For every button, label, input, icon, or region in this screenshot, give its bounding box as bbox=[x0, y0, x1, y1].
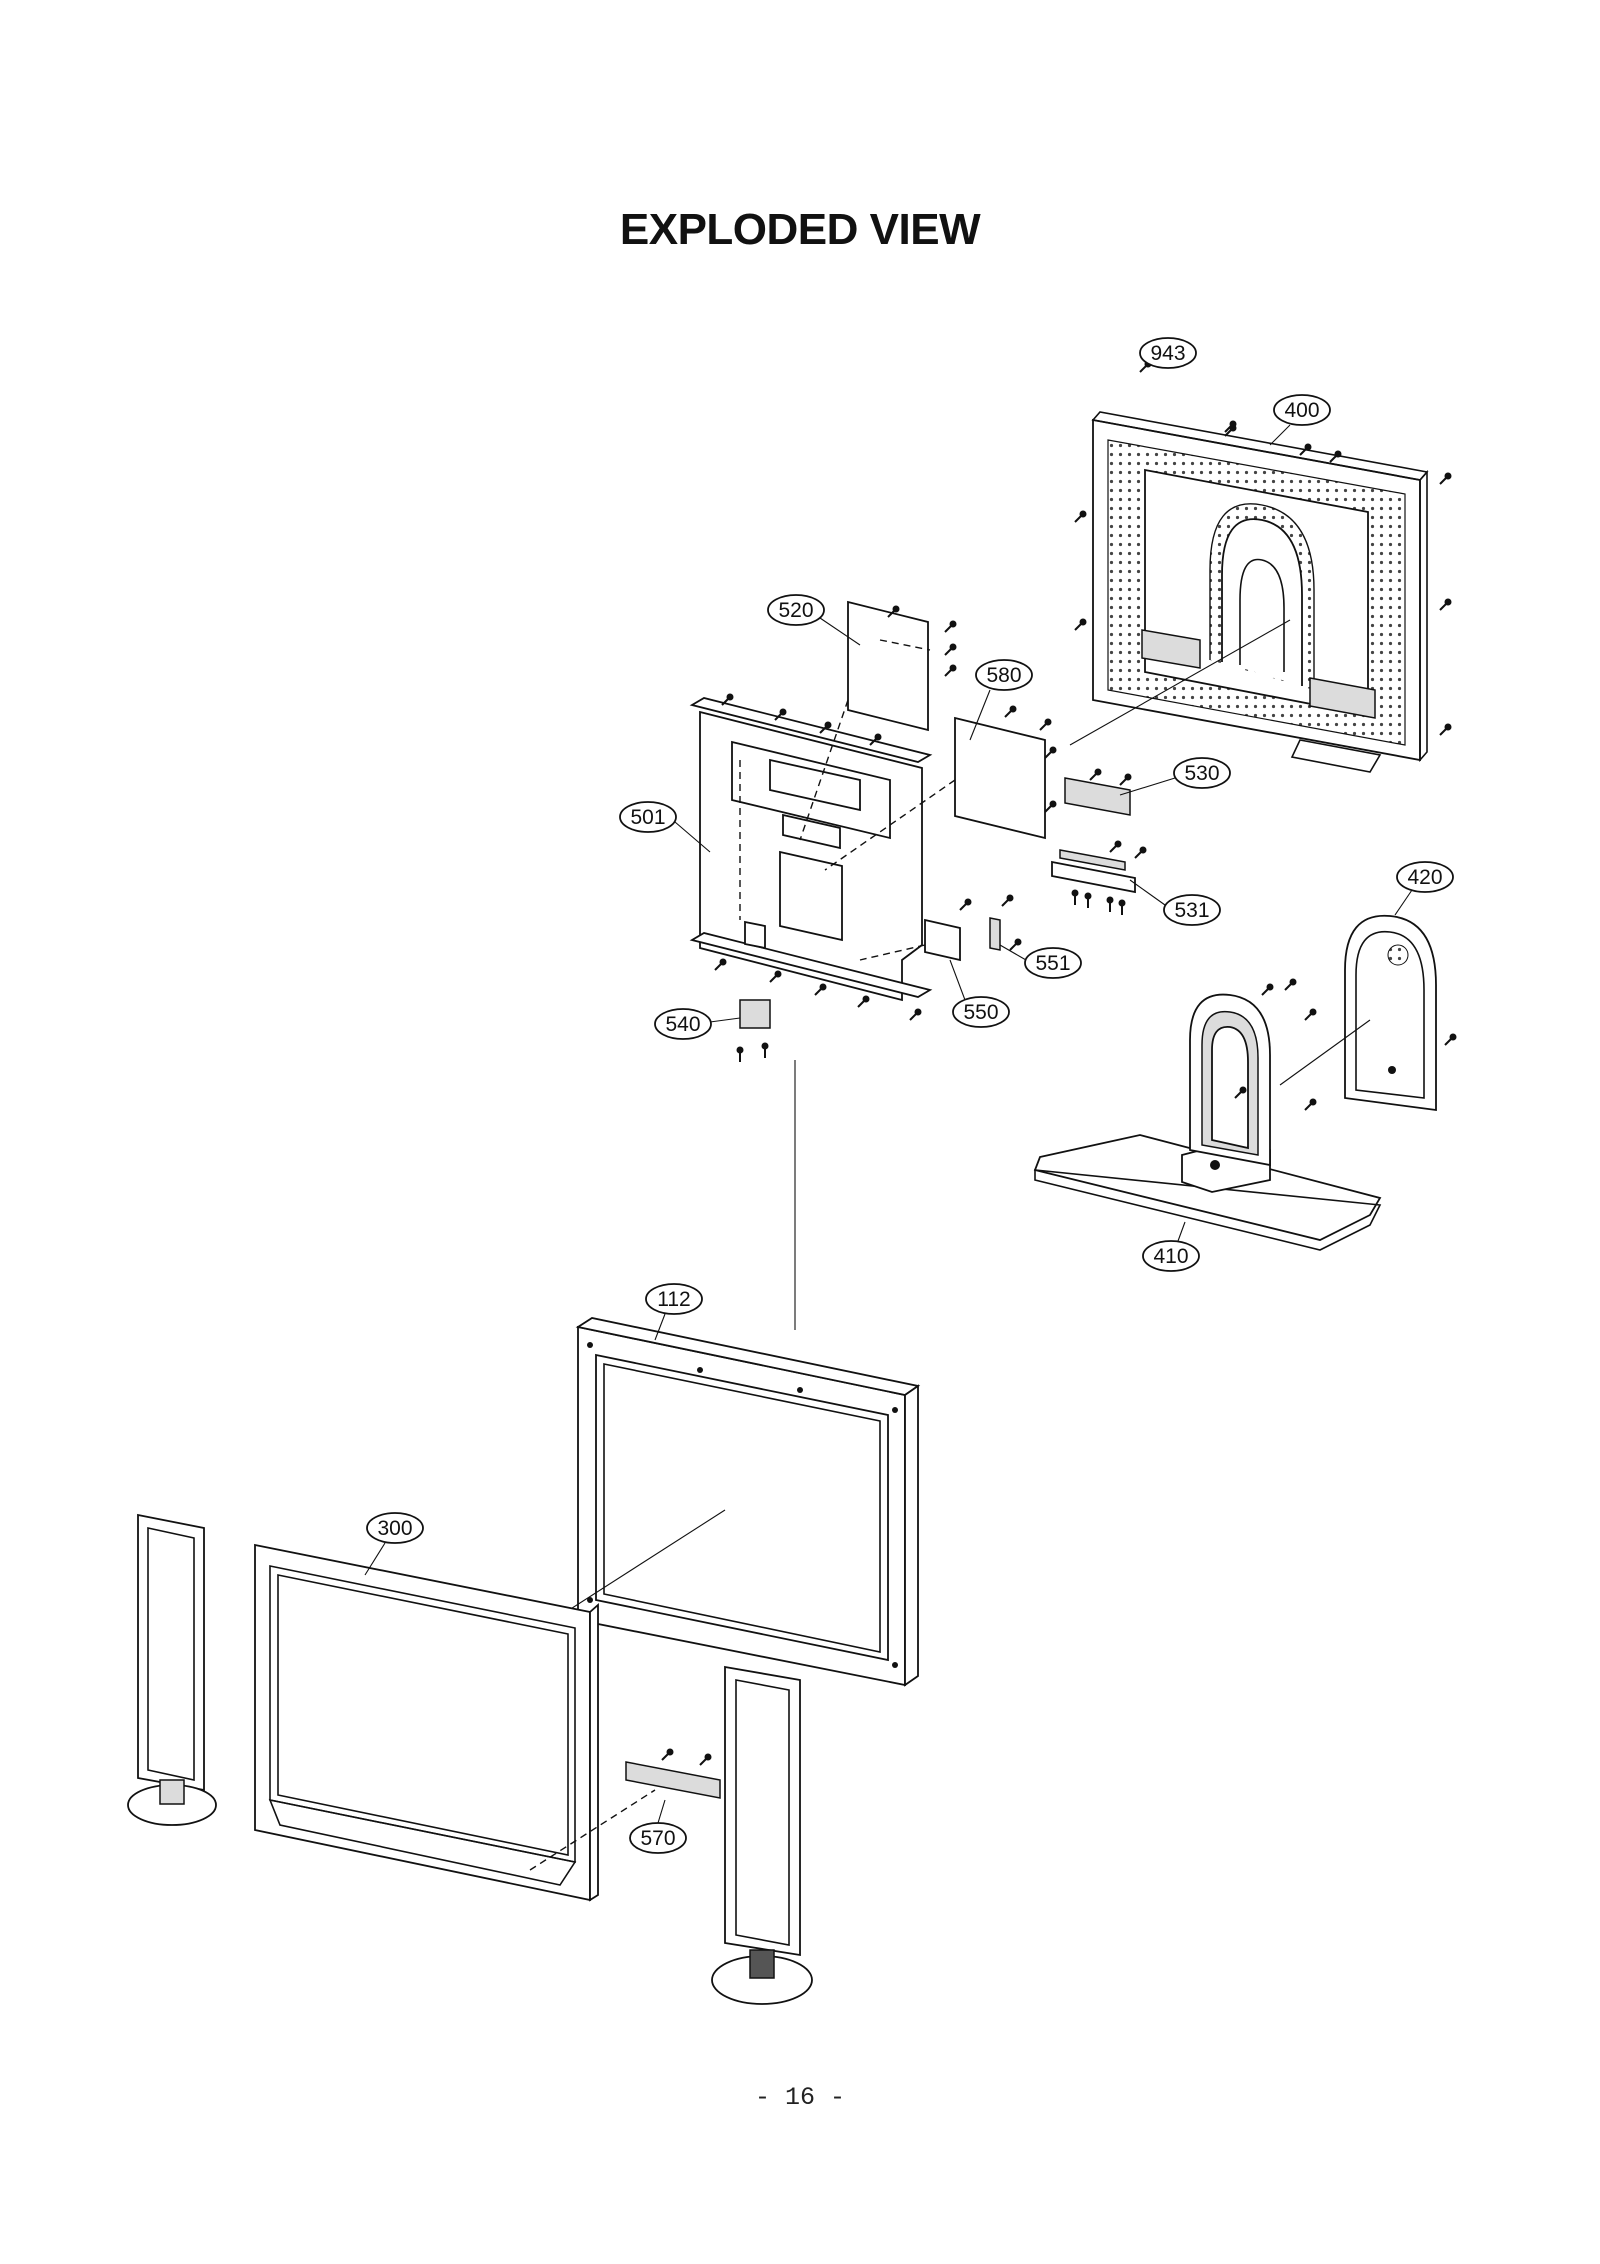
svg-text:540: 540 bbox=[665, 1013, 700, 1036]
svg-text:551: 551 bbox=[1035, 952, 1070, 975]
board-530-part bbox=[1064, 619, 1291, 816]
svg-text:520: 520 bbox=[778, 599, 813, 622]
part-540 bbox=[735, 999, 796, 1330]
callout-580: 580 bbox=[969, 659, 1033, 741]
bracket-550-part bbox=[859, 893, 1023, 962]
speaker-right-part bbox=[711, 1665, 813, 2005]
stand-cover-part bbox=[1279, 914, 1458, 1112]
page-number: - 16 - bbox=[754, 2083, 845, 2112]
inner-frame-part bbox=[409, 1317, 921, 1713]
svg-text:943: 943 bbox=[1150, 342, 1185, 365]
svg-text:570: 570 bbox=[640, 1827, 675, 1850]
stand-neck-part bbox=[1189, 977, 1318, 1167]
control-board-part bbox=[625, 1747, 721, 1799]
callout-112: 112 bbox=[645, 1283, 703, 1341]
svg-text:410: 410 bbox=[1153, 1245, 1188, 1268]
front-cabinet-part bbox=[254, 1543, 656, 1902]
svg-text:300: 300 bbox=[377, 1517, 412, 1540]
svg-text:400: 400 bbox=[1284, 399, 1319, 422]
callout-300: 300 bbox=[364, 1512, 424, 1576]
callout-531: 531 bbox=[1129, 879, 1221, 926]
svg-text:501: 501 bbox=[630, 806, 665, 829]
callout-410: 410 bbox=[1142, 1221, 1200, 1272]
callout-501: 501 bbox=[619, 801, 711, 853]
callout-530: 530 bbox=[1119, 757, 1231, 796]
callout-550: 550 bbox=[949, 959, 1010, 1028]
bracket-531-part bbox=[1051, 839, 1148, 916]
callout-943: 943 bbox=[1139, 337, 1197, 369]
callout-420: 420 bbox=[1394, 861, 1454, 916]
svg-text:580: 580 bbox=[986, 664, 1021, 687]
svg-text:531: 531 bbox=[1174, 899, 1209, 922]
svg-text:420: 420 bbox=[1407, 866, 1442, 889]
board-520-part bbox=[799, 600, 958, 841]
board-580-part bbox=[824, 704, 1058, 871]
back-cover-part bbox=[1091, 411, 1429, 773]
callout-570: 570 bbox=[629, 1799, 687, 1854]
svg-text:112: 112 bbox=[657, 1288, 690, 1311]
callout-400: 400 bbox=[1269, 394, 1331, 446]
svg-text:550: 550 bbox=[963, 1001, 998, 1024]
page-title: EXPLODED VIEW bbox=[619, 205, 981, 254]
callout-520: 520 bbox=[767, 594, 861, 646]
svg-text:530: 530 bbox=[1184, 762, 1219, 785]
callout-540: 540 bbox=[654, 1008, 741, 1040]
callout-551: 551 bbox=[999, 944, 1082, 979]
speaker-left-part bbox=[127, 1513, 217, 1826]
main-frame-part bbox=[689, 697, 933, 1002]
